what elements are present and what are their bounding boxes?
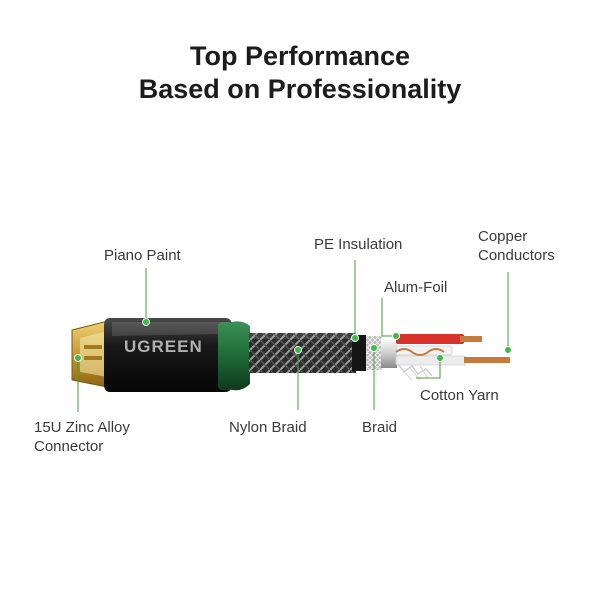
label-pe-insulation: PE Insulation bbox=[314, 236, 403, 253]
label-zinc-alloy-connector: 15U Zinc Alloy Connector bbox=[34, 418, 130, 456]
alum-foil-layer bbox=[381, 338, 397, 368]
callout-dots bbox=[74, 318, 512, 362]
connector-shell: UGREEN bbox=[104, 318, 232, 392]
label-cotton-yarn: Cotton Yarn bbox=[420, 387, 499, 404]
inner-wires bbox=[395, 334, 510, 381]
nylon-braid-jacket bbox=[249, 333, 356, 373]
label-zinc-line-1: 15U Zinc Alloy bbox=[34, 419, 130, 436]
page-title: Top Performance Based on Professionality bbox=[0, 40, 600, 106]
label-braid: Braid bbox=[362, 419, 398, 436]
title-line-2: Based on Professionality bbox=[138, 74, 462, 104]
label-copper-line-1: Copper bbox=[478, 228, 528, 245]
label-copper-conductors: Copper Conductors bbox=[478, 227, 555, 265]
label-piano-paint: Piano Paint bbox=[104, 247, 181, 264]
hdmi-connector bbox=[71, 319, 113, 389]
title-line-1: Top Performance bbox=[189, 41, 411, 71]
pe-insulation-band bbox=[352, 335, 366, 371]
green-ring bbox=[218, 321, 250, 391]
brand-logo: UGREEN bbox=[124, 337, 203, 356]
label-zinc-line-2: Connector bbox=[34, 438, 104, 455]
label-alum-foil: Alum-Foil bbox=[384, 279, 448, 296]
leader-lines bbox=[77, 260, 509, 412]
label-nylon-braid: Nylon Braid bbox=[229, 419, 307, 436]
label-copper-line-2: Conductors bbox=[478, 247, 555, 264]
